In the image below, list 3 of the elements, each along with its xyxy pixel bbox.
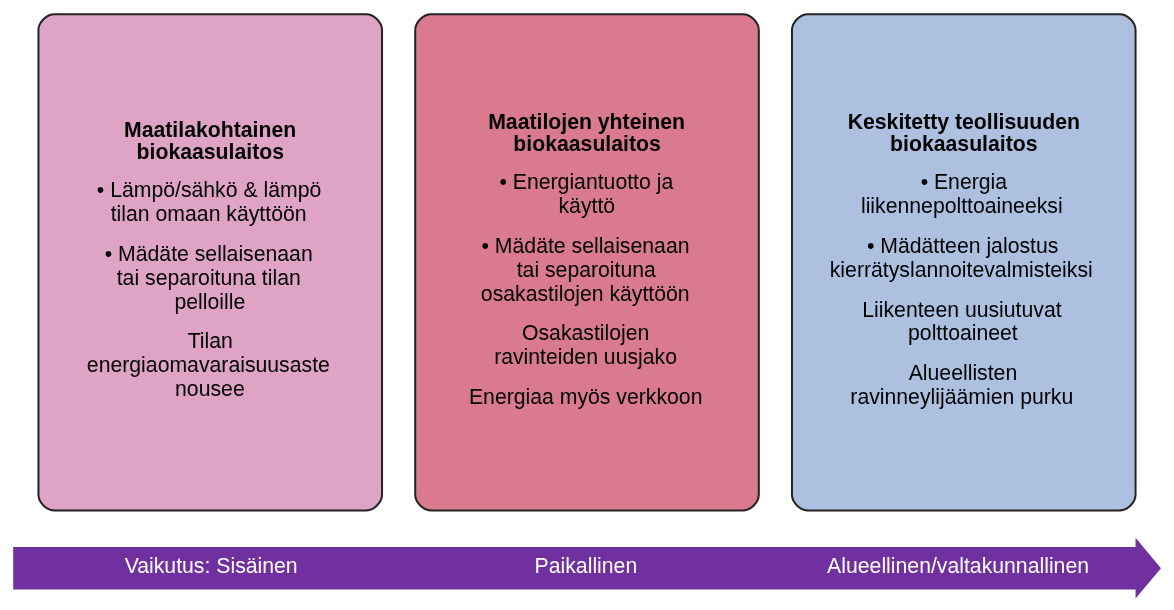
node-box: Keskitetty teollisuuden biokaasulaitos • Energia liikennepolttoaineeksi • Mädätteen jalostus kierrätyslannoitevalmisteiksi Liikenteen uusiutuvat polttoaineet Alueellisten ravinneylijäämien purku (790, 12, 1137, 511)
node-box: Maatilojen yhteinen biokaasulaitos • Energiantuotto ja käyttö • Mädäte sellaisenaan tai separoituna osakastilojen käyttöön Osakastilojen ravinteiden uusjako Energiaa myös verkkoon (414, 12, 760, 511)
node-box: Maatilakohtainen biokaasulaitos • Lämpö/sähkö & lämpö tilan omaan käyttöön • Mädäte sellaisenaan tai separoituna tilan pelloille Tilan energiaomavaraisuusaste nousee (37, 12, 384, 511)
